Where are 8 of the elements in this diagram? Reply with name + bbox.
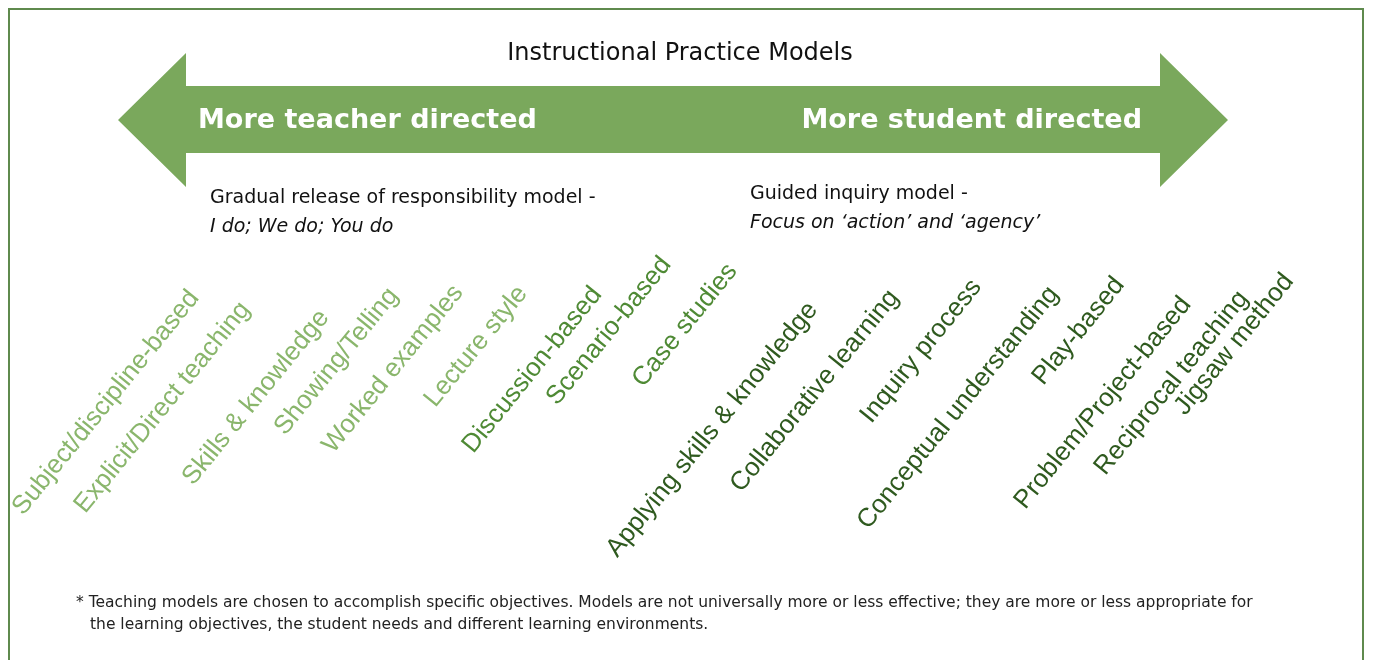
footnote: * Teaching models are chosen to accomplish specific objectives. Models are not universally more or less effective; they are more or less appropriate for the learning objectives, the student needs and different learning environments. — [76, 592, 1254, 635]
model-name: Guided inquiry model - — [750, 181, 968, 203]
model-name: Gradual release of responsibility model - — [210, 185, 596, 207]
direction-label: More student directed — [801, 103, 1142, 134]
direction-label: More teacher directed — [198, 103, 537, 134]
model-subtitle: I do; We do; You do — [210, 214, 394, 236]
model-subtitle: Focus on ‘action’ and ‘agency’ — [750, 210, 1041, 232]
title: Instructional Practice Models — [506, 38, 854, 66]
